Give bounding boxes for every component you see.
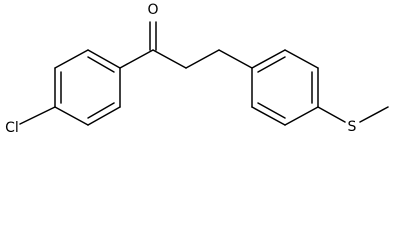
ring-b-bond-2 bbox=[284, 49, 319, 69]
ring-a-bond-1-inner bbox=[87, 56, 115, 73]
chlorine-bond bbox=[19, 106, 56, 125]
ring-a-bond-1 bbox=[87, 49, 121, 69]
ring-a-bond-2 bbox=[54, 49, 89, 69]
chain-bond-1 bbox=[152, 49, 187, 69]
ring-b-bond-5 bbox=[251, 106, 286, 126]
ring-a-bond-5-inner bbox=[87, 102, 115, 119]
methyl-bond bbox=[359, 106, 389, 123]
chlorophenyl-ring bbox=[54, 49, 121, 126]
ring-b-bond-1 bbox=[251, 49, 286, 69]
ring-b-bond-1-inner bbox=[257, 56, 286, 73]
chain-bond-2 bbox=[185, 49, 220, 69]
ring-b-bond-5-inner bbox=[257, 102, 286, 119]
chlorine-atom-label: Cl bbox=[5, 120, 19, 136]
methylthiophenyl-ring bbox=[251, 49, 319, 126]
chain-bond-3 bbox=[218, 49, 253, 69]
oxygen-atom-label: O bbox=[147, 2, 158, 18]
ring-a-bond-4 bbox=[54, 106, 89, 126]
aryl-carbonyl-bond bbox=[119, 49, 154, 69]
sulfur-atom-label: S bbox=[348, 119, 357, 135]
ring-a-bond-5 bbox=[87, 106, 121, 126]
chemical-structure-diagram: Cl O S bbox=[5, 2, 389, 136]
sulfur-bond bbox=[317, 106, 346, 123]
ring-b-bond-4 bbox=[284, 106, 319, 126]
